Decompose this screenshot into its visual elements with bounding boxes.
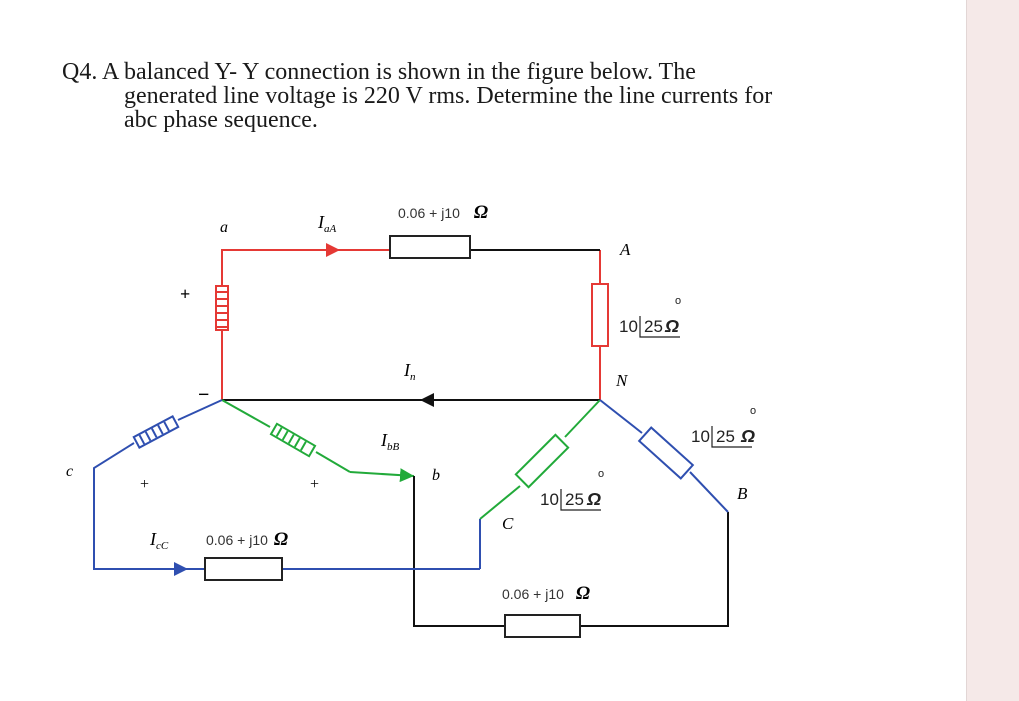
load-label-C: 10 25 o Ω [540, 468, 604, 511]
question-line-2: generated line voltage is 220 V rms. Det… [124, 83, 773, 109]
phase-c-wires [93, 399, 480, 576]
current-label-cC-sub: cC [156, 540, 169, 552]
question-text: Q4. A balanced Y- Y connection is shown … [62, 60, 942, 132]
load-label-A-angle: 25 [644, 317, 663, 336]
load-label-B-angle: 25 [716, 427, 735, 446]
line-impedance-label-b-value: 0.06 + j10 [502, 586, 564, 602]
source-coil-b [269, 422, 317, 458]
load-label-C-mag: 10 [540, 490, 559, 509]
current-label-bB: IbB [380, 430, 400, 453]
line-wire-b [413, 476, 505, 627]
plus-sign-a: + [180, 284, 190, 304]
current-label-n-sub: n [410, 371, 416, 383]
label-node-b: b [432, 467, 440, 484]
line-impedance-label-b: 0.06 + j10 Ω [502, 583, 590, 604]
line-impedance-b [504, 614, 581, 638]
current-label-bB-sub: bB [387, 441, 400, 453]
current-label-cC: IcC [149, 529, 169, 552]
side-panel [966, 0, 1019, 701]
load-label-A-mag: 10 [619, 317, 638, 336]
label-node-B: B [737, 484, 748, 503]
current-label-cC-main: I [149, 529, 157, 549]
current-label-aA: IaA [317, 212, 337, 235]
load-label-B-deg: o [750, 405, 756, 417]
current-label-bB-main: I [380, 430, 388, 450]
plus-sign-b: + [310, 476, 319, 493]
phase-a-wires [221, 243, 601, 400]
line-impedance-label-a-value: 0.06 + j10 [398, 205, 460, 221]
line-impedance-c [204, 557, 283, 581]
source-coil-a [215, 285, 229, 331]
load-label-C-angle: 25 [565, 490, 584, 509]
load-label-A-unit: Ω [664, 316, 679, 336]
load-branch-C [479, 399, 601, 569]
label-node-a: a [220, 219, 228, 236]
question-line-1: Q4. A balanced Y- Y connection is shown … [62, 59, 696, 85]
line-impedance-label-c-value: 0.06 + j10 [206, 532, 268, 548]
load-impedance-A [591, 283, 609, 347]
label-node-A: A [619, 240, 631, 259]
load-label-B: 10 25 o Ω [691, 405, 756, 448]
current-label-n: In [403, 360, 416, 383]
current-label-n-main: I [403, 360, 411, 380]
load-label-B-mag: 10 [691, 427, 710, 446]
load-label-B-unit: Ω [740, 426, 755, 446]
load-label-A: 10 25 o Ω [619, 295, 681, 338]
circuit-diagram: a A N b c B C + − + + IaA In IbB IcC 0.0… [66, 202, 756, 638]
phase-b-wires [221, 399, 415, 483]
line-wire-b-return [580, 512, 729, 627]
load-label-A-deg: o [675, 295, 681, 307]
load-impedance-C [514, 433, 570, 489]
question-line-3: abc phase sequence. [124, 107, 318, 133]
line-impedance-label-c-unit: Ω [274, 529, 288, 550]
load-branch-B [599, 399, 729, 513]
line-impedance-label-b-unit: Ω [576, 583, 590, 604]
load-label-C-unit: Ω [586, 489, 601, 509]
line-impedance-label-a-unit: Ω [474, 202, 488, 223]
load-label-C-deg: o [598, 468, 604, 480]
current-label-aA-sub: aA [324, 223, 337, 235]
source-coil-c [132, 415, 180, 449]
label-node-C: C [502, 514, 514, 533]
label-node-N: N [615, 371, 629, 390]
line-impedance-a [389, 235, 471, 259]
current-label-aA-main: I [317, 212, 325, 232]
plus-sign-c: + [140, 476, 149, 493]
line-impedance-label-c: 0.06 + j10 Ω [206, 529, 288, 550]
load-impedance-B [637, 426, 695, 480]
line-impedance-label-a: 0.06 + j10 Ω [398, 202, 488, 223]
label-node-c: c [66, 463, 73, 480]
minus-sign-a: − [198, 384, 209, 406]
